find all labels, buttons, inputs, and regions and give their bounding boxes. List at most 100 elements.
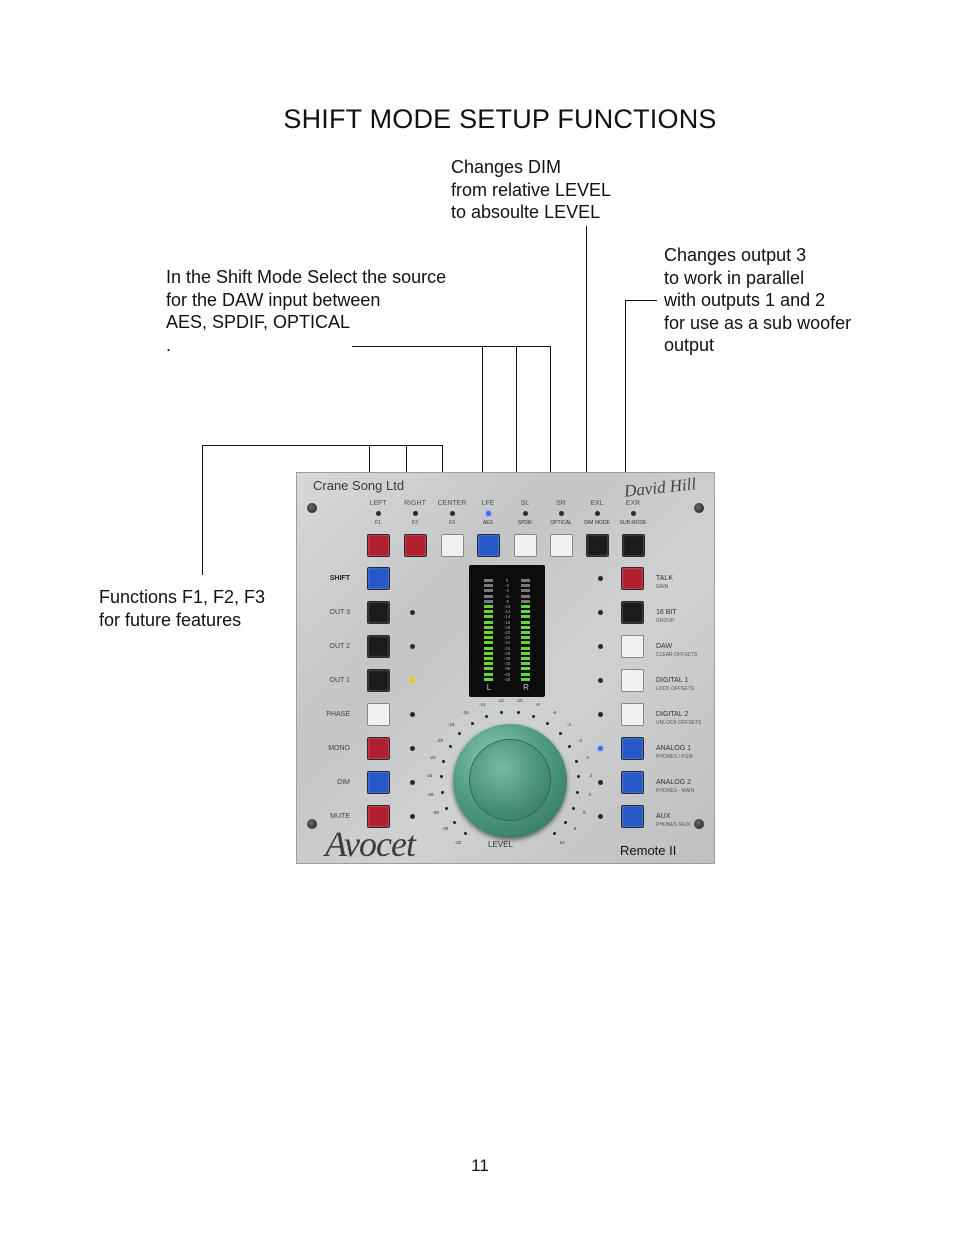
meter-channel-label: L [486, 683, 492, 692]
left-button-label-3: OUT 1 [329, 677, 351, 684]
right-button-1[interactable] [621, 601, 644, 624]
right-button-5[interactable] [621, 737, 644, 760]
meter-segment-r [521, 651, 530, 655]
channel-button-6[interactable] [586, 534, 609, 557]
meter-scale-label: -28 [503, 650, 511, 656]
left-button-2[interactable] [367, 635, 390, 658]
right-button-3[interactable] [621, 669, 644, 692]
level-tick [558, 732, 562, 736]
level-scale-label: -32 [454, 840, 462, 846]
channel-button-7[interactable] [622, 534, 645, 557]
channel-button-3[interactable] [477, 534, 500, 557]
right-led [598, 780, 603, 785]
meter-segment-l [484, 651, 493, 655]
meter-segment-l [484, 579, 493, 582]
callout-line [550, 346, 551, 516]
left-button-7[interactable] [367, 805, 390, 828]
left-button-5[interactable] [367, 737, 390, 760]
channel-label-3: LFE [481, 500, 495, 507]
screw-icon [307, 819, 317, 829]
right-button-2[interactable] [621, 635, 644, 658]
meter-segment-l [484, 631, 493, 634]
channel-led [523, 511, 528, 516]
meter-segment-r [521, 657, 530, 660]
meter-scale-label: -6 [504, 593, 509, 599]
channel-button-0[interactable] [367, 534, 390, 557]
level-scale-label: 2 [589, 773, 593, 779]
meter-scale-label: -22 [503, 635, 511, 641]
annotation-dim-mode: Changes DIM from relative LEVEL to absou… [451, 156, 611, 224]
right-button-label-3: DIGITAL 1 [656, 677, 689, 684]
left-button-4[interactable] [367, 703, 390, 726]
level-tick [574, 759, 578, 763]
meter-scale-label: -18 [503, 624, 511, 630]
right-led [598, 678, 603, 683]
annotation-line: for future features [99, 609, 242, 630]
right-button-label-5: ANALOG 1 [656, 745, 692, 752]
level-knob-cap[interactable] [470, 740, 550, 820]
meter-segment-r [521, 589, 530, 593]
meter-segment-l [484, 594, 493, 598]
right-button-6[interactable] [621, 771, 644, 794]
channel-sub-label-1: F2 [412, 520, 418, 526]
model-label: Remote II [620, 843, 677, 858]
level-scale-label: -28 [432, 810, 439, 816]
channel-button-1[interactable] [404, 534, 427, 557]
left-button-3[interactable] [367, 669, 390, 692]
channel-button-5[interactable] [550, 534, 573, 557]
right-led [598, 814, 603, 819]
meter-segment-l [484, 584, 493, 588]
meter-segment-r [521, 594, 530, 598]
left-button-1[interactable] [367, 601, 390, 624]
meter-scale-label: -4 [504, 588, 509, 594]
meter-segment-l [484, 657, 493, 660]
level-tick [453, 820, 457, 824]
annotation-line: for the DAW input between [166, 289, 381, 310]
level-scale-label: -26 [426, 792, 434, 798]
meter-scale-label: 0 [505, 578, 509, 583]
right-led [598, 610, 603, 615]
channel-led [595, 511, 600, 516]
right-button-0[interactable] [621, 567, 644, 590]
level-tick [500, 710, 504, 714]
annotation-line: . [166, 334, 172, 355]
right-button-sub-label-2: CLEAR OFFSETS [656, 652, 698, 658]
meter-segment-l [484, 610, 493, 614]
channel-label-5: SR [556, 500, 566, 507]
left-button-label-1: OUT 3 [329, 609, 351, 616]
annotation-line: In the Shift Mode Select the source [166, 267, 447, 287]
level-tick [576, 791, 580, 795]
meter-segment-l [484, 589, 493, 593]
annotation-line: from relative LEVEL [451, 179, 612, 200]
level-meter: 0-2-4-6-8-10-12-14-16-18-20-22-24-26-28-… [469, 565, 545, 697]
left-button-label-0: SHIFT [329, 575, 350, 582]
meter-scale-label: -20 [503, 630, 511, 635]
meter-segment-r [521, 677, 530, 681]
right-button-4[interactable] [621, 703, 644, 726]
right-button-label-0: TALK [656, 575, 673, 582]
channel-button-2[interactable] [441, 534, 464, 557]
meter-segment-r [521, 625, 530, 629]
left-led [410, 780, 415, 785]
channel-led [559, 511, 564, 516]
meter-segment-l [484, 625, 493, 629]
left-led [410, 644, 415, 649]
channel-led [631, 511, 636, 516]
right-button-label-6: ANALOG 2 [656, 779, 692, 786]
meter-segment-l [484, 662, 493, 666]
channel-label-4: SL [520, 500, 530, 507]
level-tick [458, 732, 462, 736]
channel-label-1: RIGHT [404, 500, 426, 507]
left-button-0[interactable] [367, 567, 390, 590]
level-scale-label: 8 [573, 826, 577, 832]
meter-segment-l [484, 677, 493, 681]
level-tick [484, 714, 488, 718]
channel-led [413, 511, 418, 516]
left-led [410, 712, 415, 717]
level-scale-label: 0 [586, 754, 589, 760]
channel-sub-label-2: F3 [449, 520, 455, 526]
annotation-line: Changes DIM [451, 157, 562, 177]
left-button-6[interactable] [367, 771, 390, 794]
channel-button-4[interactable] [514, 534, 537, 557]
right-button-7[interactable] [621, 805, 644, 828]
